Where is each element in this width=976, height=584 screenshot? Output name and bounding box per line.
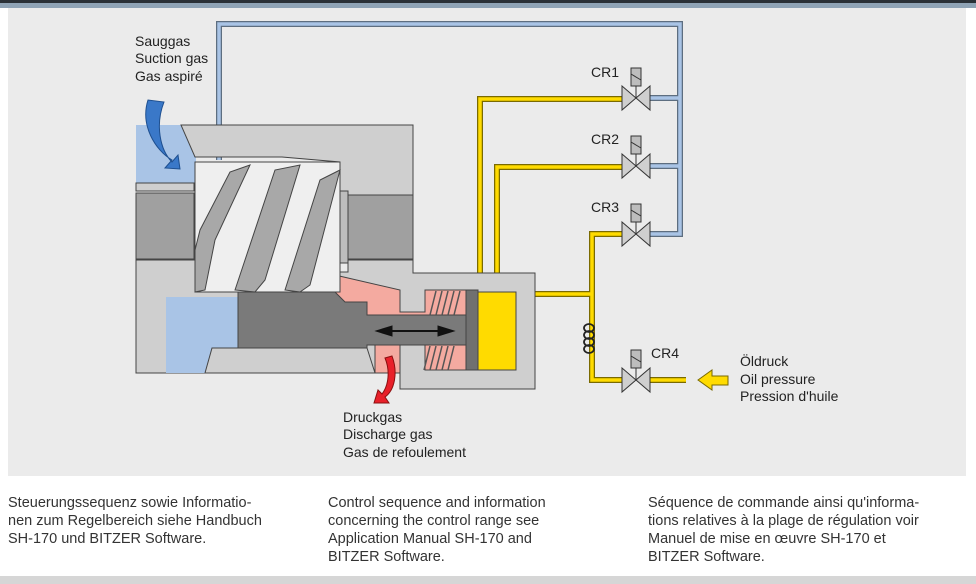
footer-strip <box>0 576 976 584</box>
caption-german: Steuerungssequenz sowie Informatio- nen … <box>8 494 308 548</box>
caption-line: BITZER Software. <box>328 549 445 565</box>
valve-cr1 <box>621 67 651 112</box>
throttle-coil <box>583 323 595 354</box>
slide-movement-arrow <box>374 325 456 337</box>
suction-label-en: Suction gas <box>135 50 208 66</box>
caption-line: Application Manual SH-170 and <box>328 531 532 547</box>
discharge-label-fr: Gas de refoulement <box>343 444 466 460</box>
valve-cr3 <box>621 203 651 248</box>
oil-label-de: Öldruck <box>740 352 789 369</box>
caption-line: Control sequence and information <box>328 495 546 511</box>
caption-line: tions relatives à la plage de régulation… <box>648 513 919 529</box>
caption-line: SH-170 und BITZER Software. <box>8 531 207 547</box>
caption-french: Séquence de commande ainsi qu'informa- t… <box>648 494 948 566</box>
valve-label-cr1: CR1 <box>591 64 619 80</box>
suction-arrow-icon <box>145 99 181 170</box>
caption-line: nen zum Regelbereich siehe Handbuch <box>8 513 262 529</box>
springs <box>423 290 461 371</box>
valve-cr2 <box>621 135 651 180</box>
oil-label-en: Oil pressure <box>740 371 816 387</box>
header-strip <box>0 3 976 8</box>
caption-line: concerning the control range see <box>328 513 540 529</box>
discharge-label-de: Druckgas <box>343 409 402 425</box>
discharge-arrow-icon <box>373 355 396 404</box>
discharge-label-en: Discharge gas <box>343 426 433 442</box>
suction-label-de: Sauggas <box>135 33 190 49</box>
caption-line: BITZER Software. <box>648 549 765 565</box>
caption-english: Control sequence and information concern… <box>328 494 628 566</box>
valve-label-cr4: CR4 <box>651 345 679 361</box>
valve-cr4 <box>621 349 651 394</box>
oil-inlet-arrow-icon <box>697 369 729 391</box>
suction-label-fr: Gas aspiré <box>135 68 203 84</box>
valve-label-cr3: CR3 <box>591 199 619 215</box>
oil-label-fr: Pression d'huile <box>740 388 839 404</box>
caption-line: Séquence de commande ainsi qu'informa- <box>648 495 920 511</box>
caption-line: Steuerungssequenz sowie Informatio- <box>8 495 252 511</box>
window-top-bar <box>0 0 976 3</box>
valve-label-cr2: CR2 <box>591 131 619 147</box>
screw-rotor <box>194 161 341 293</box>
caption-line: Manuel de mise en œuvre SH-170 et <box>648 531 886 547</box>
